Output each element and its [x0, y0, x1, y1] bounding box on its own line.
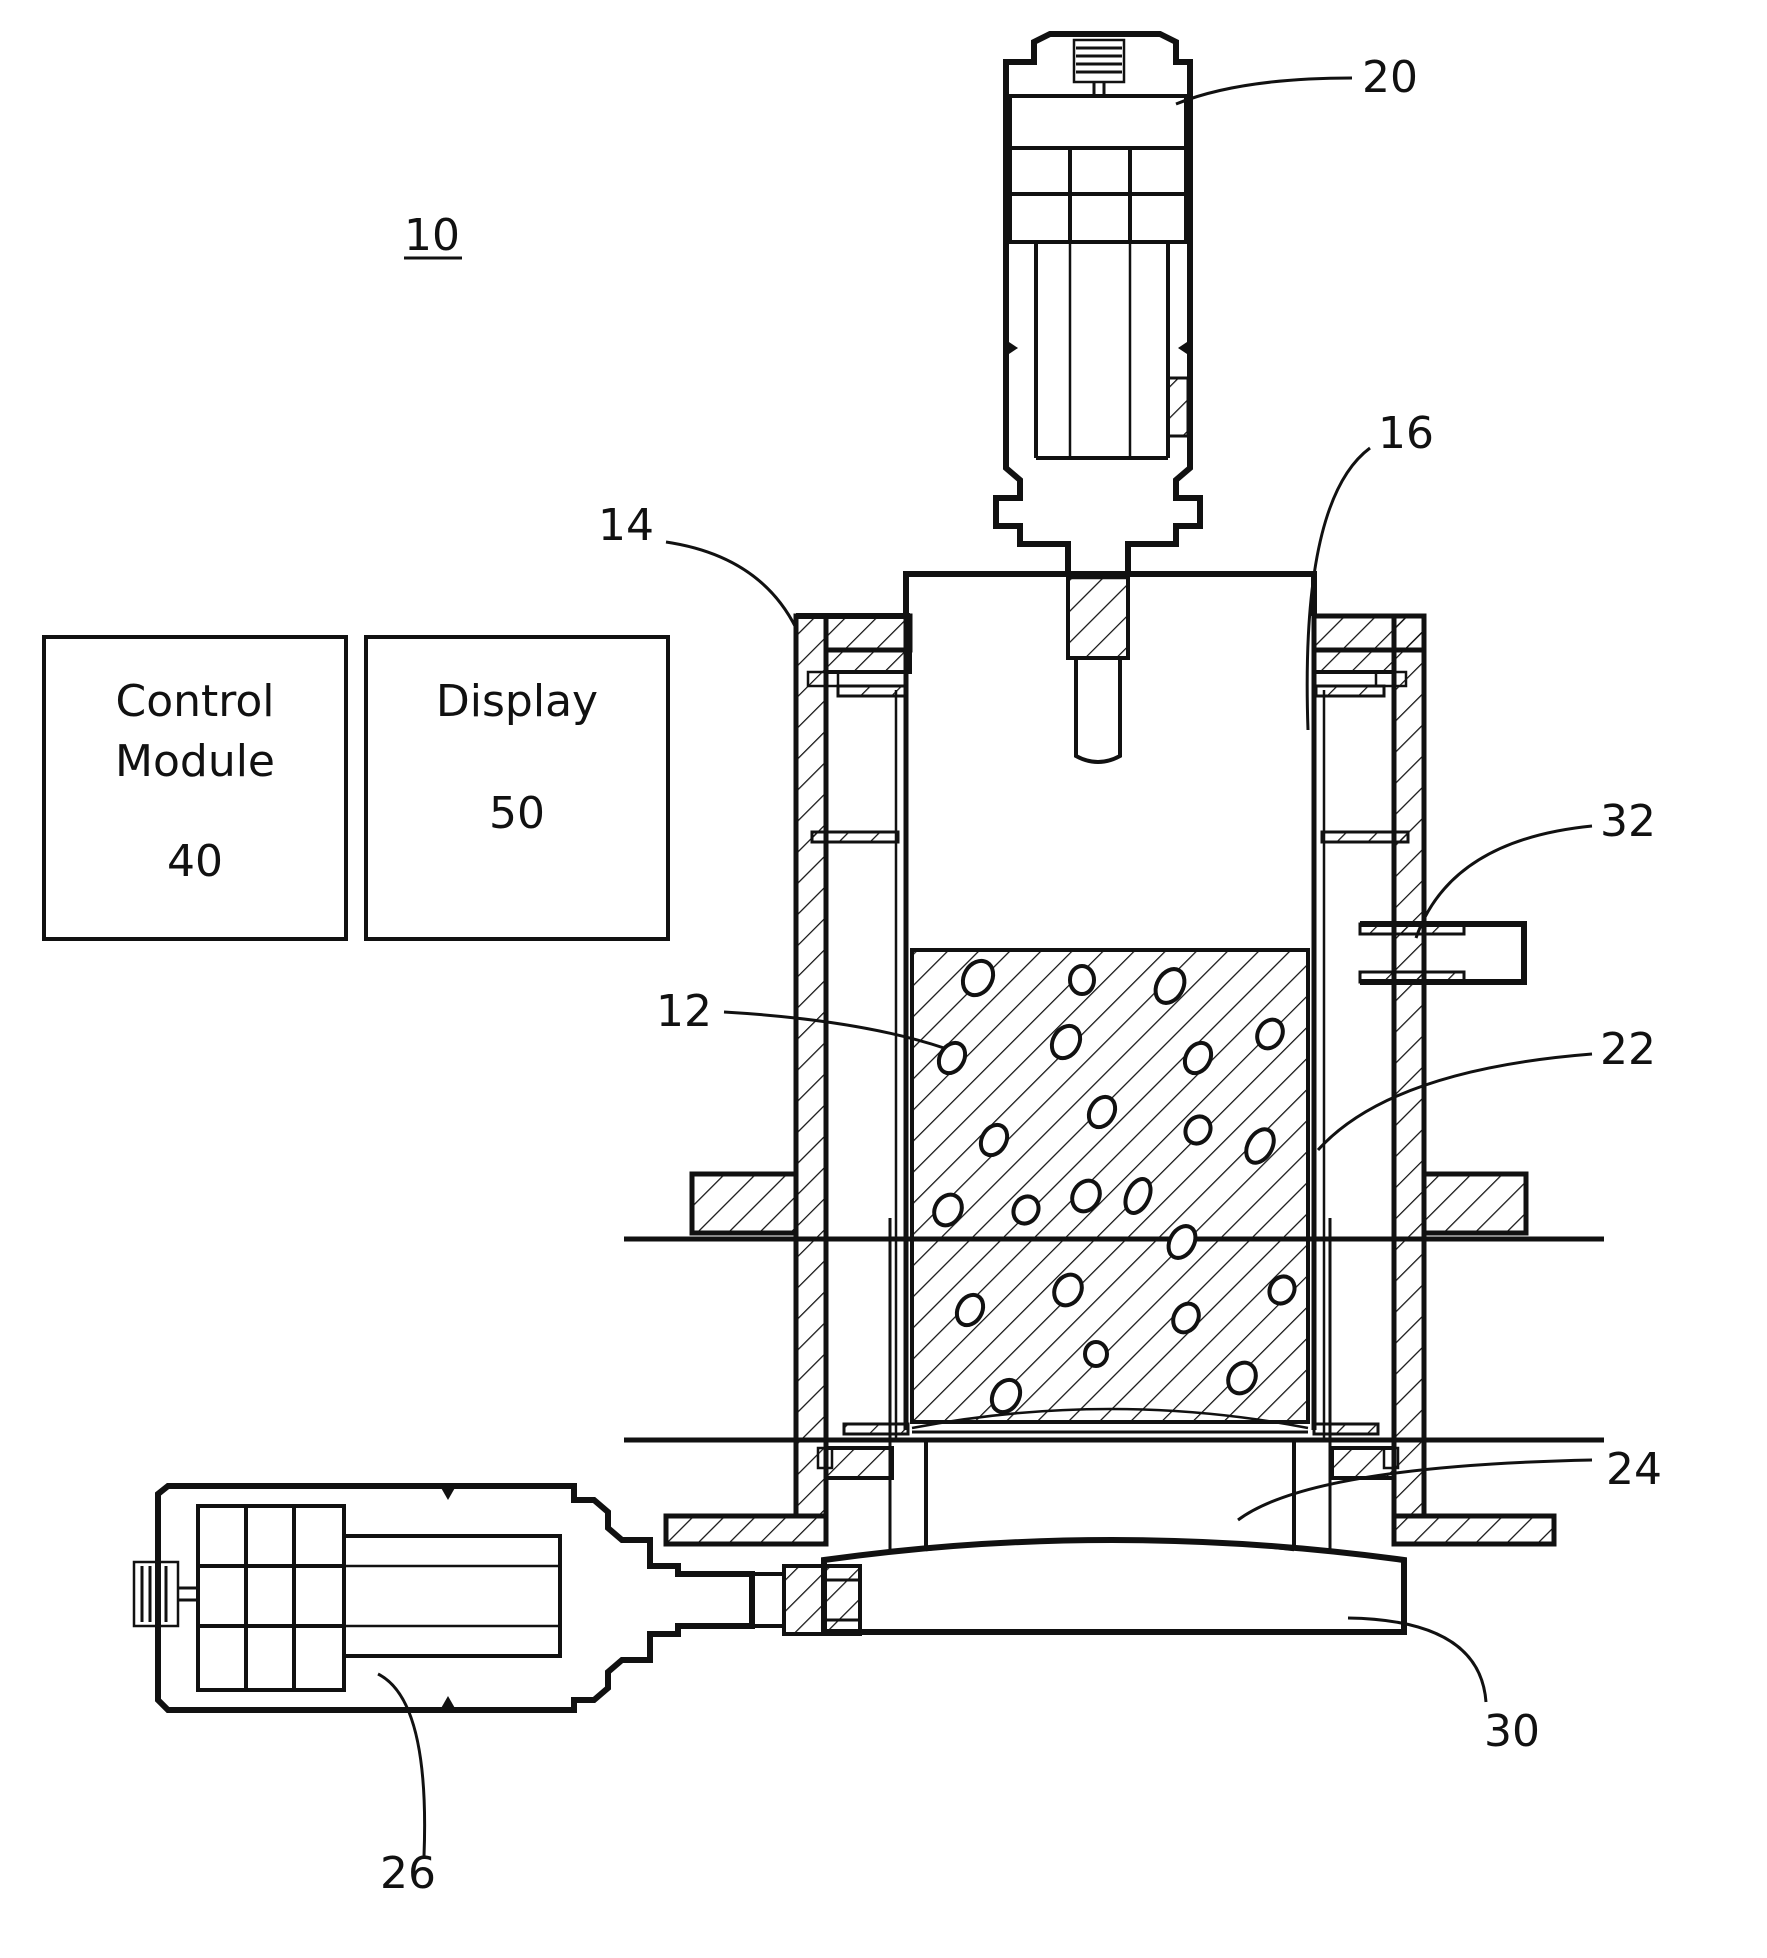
display-label: Display: [436, 676, 598, 727]
display-box: Display 50: [366, 637, 668, 939]
callout-24: 24: [1606, 1444, 1662, 1495]
outlet-port: [1360, 924, 1524, 982]
callout-14: 14: [598, 500, 654, 551]
control-module-box: Control Module 40: [44, 637, 346, 939]
callout-22: 22: [1600, 1024, 1656, 1075]
display-number: 50: [489, 788, 545, 839]
figure-number-text: 10: [404, 210, 460, 261]
control-module-number: 40: [167, 836, 223, 887]
control-module-label-line2: Module: [115, 736, 275, 787]
base-plate: [824, 1539, 1404, 1632]
side-sensor-spring-icon: [134, 1562, 196, 1626]
sample-block: [912, 950, 1308, 1428]
figure-number: 10: [404, 210, 462, 261]
callout-16: 16: [1378, 408, 1434, 459]
callout-26: 26: [380, 1848, 436, 1899]
top-sensor-spring-icon: [1074, 40, 1124, 96]
callout-20: 20: [1362, 52, 1418, 103]
lower-chamber: [912, 1432, 1308, 1550]
callout-30: 30: [1484, 1706, 1540, 1757]
control-module-label-line1: Control: [115, 676, 274, 727]
callout-32: 32: [1600, 796, 1656, 847]
callout-12: 12: [656, 986, 712, 1037]
top-sensor: [996, 34, 1200, 762]
